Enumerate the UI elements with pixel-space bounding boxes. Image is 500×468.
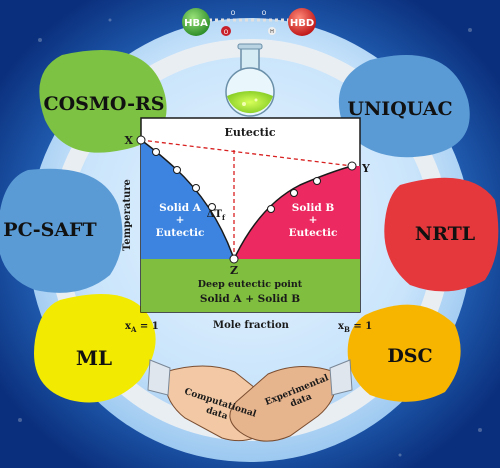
background-sparkles [18,18,482,457]
solid-a-eutectic: Eutectic [156,227,205,239]
nrtl-label: NRTL [415,223,475,245]
right-cuff [329,359,353,396]
hba-label: HBA [184,18,208,29]
solid-a-label: Solid A [159,202,202,214]
deep-eutectic-label: Deep eutectic point [198,279,303,290]
point-x-marker [136,135,146,145]
cosmo-rs-blob [39,50,167,153]
delta-t-label: ΔTf [207,209,226,222]
molecule-hba-hbd: HBA HBD O O O H [182,8,316,36]
method-dsc: DSC [347,304,461,402]
point-y-marker [347,161,357,171]
right-hand [229,365,337,442]
point-z-marker [229,254,239,264]
solid-b-plus: + [309,214,318,226]
method-cosmo-rs: COSMO-RS [39,50,167,153]
flask-icon [225,43,275,117]
point-y-label: Y [361,162,370,175]
ml-blob [34,294,156,403]
data-point [208,203,216,211]
pc-saft-blob [0,168,123,293]
uniquac-label: UNIQUAC [347,98,452,120]
xa-label: xA = 1 [125,321,159,334]
data-point [152,148,160,156]
point-z-label: Z [230,264,238,277]
method-ml: ML [34,294,156,403]
uniquac-blob [338,55,470,158]
data-point [290,189,298,197]
solid-b-eutectic: Eutectic [289,227,338,239]
dsc-label: DSC [387,345,432,367]
eutectic-region-label: Eutectic [224,126,275,139]
hba-sphere [182,8,210,36]
method-nrtl: NRTL [384,177,499,292]
hbd-label: HBD [290,18,314,29]
handshake-illustration: Computational data Experimental data [147,359,353,442]
phase-diagram: Eutectic X Y Z Temperature Mole fraction… [122,117,372,334]
ml-label: ML [76,346,112,370]
data-point [192,184,200,192]
liquidus-b-curve [233,165,353,260]
bond-oxygen-label: O [224,29,229,36]
y-axis-label: Temperature [122,179,133,251]
oxygen-label-1: O [231,10,236,17]
oxygen-label-2: O [262,10,267,17]
data-point [173,166,181,174]
ideal-line [140,139,353,167]
hbd-sphere [288,8,316,36]
left-cuff [147,359,171,396]
data-points [136,135,357,264]
cosmo-rs-label: COSMO-RS [43,93,164,115]
bond-hydrogen-label: H [270,29,274,35]
solid-b-label: Solid B [292,202,335,214]
xb-label: xB = 1 [338,321,372,334]
method-pc-saft: PC-SAFT [0,168,123,293]
solid-a-plus: + [176,214,185,226]
method-uniquac: UNIQUAC [338,55,470,158]
solid-a-region [141,140,234,259]
dsc-blob [347,304,461,402]
solid-a-b-label: Solid A + Solid B [200,293,300,305]
data-point [267,205,275,213]
solid-b-region [234,166,360,259]
pc-saft-label: PC-SAFT [3,219,96,241]
nrtl-blob [384,177,499,292]
x-axis-label: Mole fraction [213,320,290,331]
solid-a-b-region [141,259,360,312]
data-point [313,177,321,185]
point-x-label: X [124,134,133,147]
